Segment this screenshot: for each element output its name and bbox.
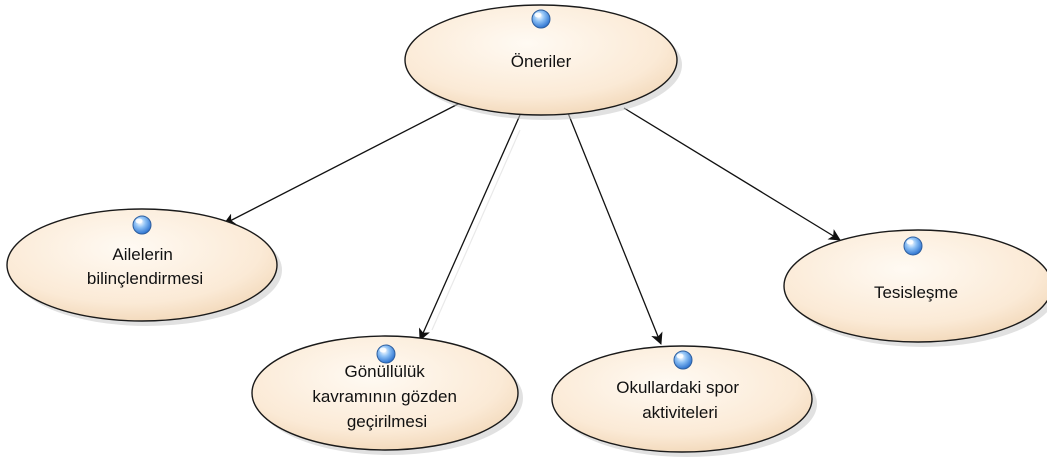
blue-circle-icon: [903, 236, 923, 256]
node-label: Gönüllülük kavramının gözden geçirilmesi: [312, 362, 461, 431]
node-ellipse: [551, 345, 813, 453]
node-label: Ailelerin bilinçlendirmesi: [87, 245, 203, 288]
node-ellipse: [251, 335, 519, 451]
blue-circle-icon: [673, 350, 693, 370]
node-aileler[interactable]: Ailelerin bilinçlendirmesi: [6, 208, 282, 326]
node-oneriler[interactable]: Öneriler: [404, 4, 682, 120]
node-okullar[interactable]: Okullardaki spor aktiviteleri: [551, 345, 817, 457]
node-gonulluluk[interactable]: Gönüllülük kavramının gözden geçirilmesi: [251, 335, 523, 455]
node-label: Tesisleşme: [874, 283, 958, 302]
edge-oneriler-gonulluluk: [418, 114, 521, 341]
node-label: Öneriler: [511, 52, 572, 71]
edge-oneriler-tesis: [623, 107, 841, 241]
blue-circle-icon: [376, 344, 396, 364]
edge-layer: [223, 101, 841, 345]
node-ellipse: [6, 208, 278, 322]
node-label: Okullardaki spor aktiviteleri: [616, 378, 744, 422]
ghost-connector: [431, 129, 521, 331]
node-ellipse: [783, 229, 1047, 343]
edge-oneriler-okullar: [567, 112, 663, 345]
edge-oneriler-aileler: [223, 101, 463, 225]
blue-circle-icon: [132, 215, 152, 235]
blue-circle-icon: [531, 9, 551, 29]
node-ellipse: [404, 4, 678, 116]
node-tesis[interactable]: Tesisleşme: [783, 229, 1047, 347]
